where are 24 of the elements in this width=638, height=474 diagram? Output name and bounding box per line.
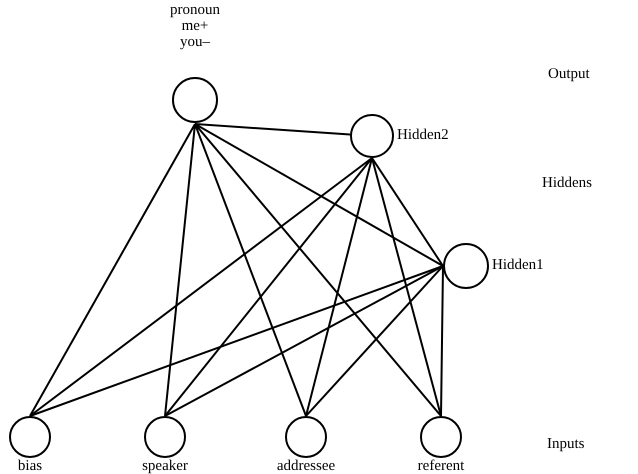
connection-line [30,265,444,417]
connection-line [194,124,307,416]
unit-label: referent [418,458,464,474]
layer-label: Inputs [547,436,584,452]
connection-line [305,265,444,417]
layer-label: Output [548,66,590,82]
unit-label: pronoun me+ you– [170,2,220,50]
connection-line [440,266,444,416]
connection-line [164,124,196,416]
connection-line [194,123,444,267]
connection-line [371,157,444,267]
connection-line [194,123,350,136]
connection-line [194,123,442,417]
connection-line [305,158,373,416]
connection-line [29,157,373,417]
unit-label: speaker [142,458,188,474]
layer-label: Hiddens [542,175,592,191]
unit-label: bias [18,458,42,474]
unit-label: Hidden1 [492,257,544,273]
unit-label: addressee [276,458,336,474]
unit-label: Hidden2 [397,127,449,143]
connection-line [164,157,373,417]
connection-line [29,124,196,416]
connection-line [371,158,442,416]
